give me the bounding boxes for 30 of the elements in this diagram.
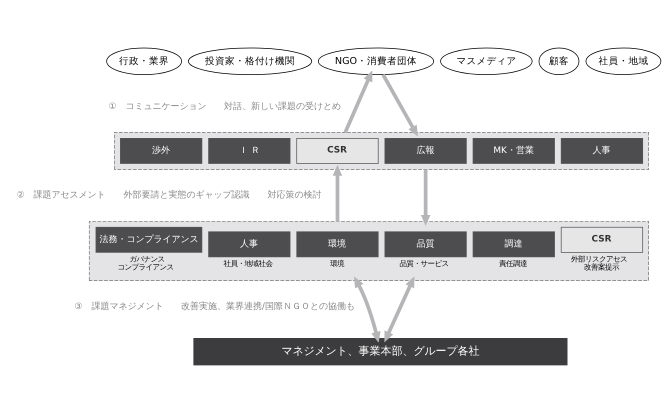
label: 改善実施、業界連携/国際ＮＧＯとの協働も xyxy=(180,301,355,312)
label: 対話、新しい課題の受けとめ xyxy=(224,101,342,112)
arrow xyxy=(382,73,418,136)
node-label: 社員・地域社会 xyxy=(224,258,273,268)
label: ② 課題アセスメント xyxy=(16,190,106,200)
label: 外部要請と実態のギャップ認識 xyxy=(123,190,250,200)
label: 対応策の検討 xyxy=(268,190,322,200)
arrow xyxy=(344,70,372,133)
node-label: 責任調達 xyxy=(498,258,527,268)
node-label: 品質・サービス xyxy=(399,258,448,268)
node-label: 改善案提示 xyxy=(584,262,619,271)
cluster xyxy=(114,132,649,170)
label: ③ 課題マネジメント xyxy=(74,301,164,312)
arrow xyxy=(384,276,414,342)
node-ellipse: 顧客 xyxy=(538,47,580,74)
node-ellipse: 行政・業界 xyxy=(106,47,182,74)
arrow xyxy=(332,164,342,221)
label: ① コミュニケーション xyxy=(108,101,206,112)
node-label: ガバナンス xyxy=(129,254,164,263)
node-ellipse: 投資家・格付け機関 xyxy=(188,47,312,74)
cluster xyxy=(88,220,649,280)
node-label: 外部リスクアセス xyxy=(571,254,628,263)
node-label: コンプライアンス xyxy=(117,262,174,271)
arrow xyxy=(354,276,381,342)
arrow xyxy=(420,168,430,226)
node-box: マネジメント、事業本部、グループ各社 xyxy=(193,338,568,365)
node-label: 環境 xyxy=(330,258,344,268)
node-ellipse: マスメディア xyxy=(440,47,533,74)
node-ellipse: NGO・消費者団体 xyxy=(318,47,434,74)
node-ellipse: 社員・地域 xyxy=(586,47,662,74)
